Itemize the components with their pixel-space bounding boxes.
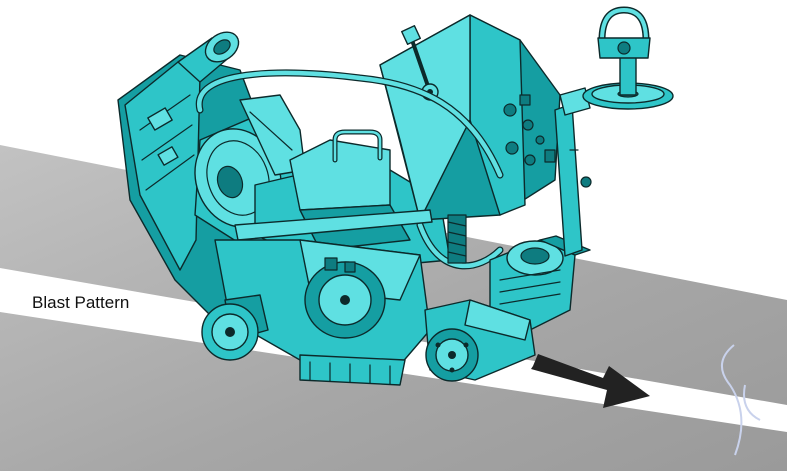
frame-rod <box>234 209 433 241</box>
blast-chamber <box>214 239 431 366</box>
rear-wheel <box>201 294 269 361</box>
watermark-mark <box>721 344 761 456</box>
spring-strut <box>447 214 467 264</box>
lifting-eye-icon <box>597 6 651 59</box>
shot-blasting-machine <box>117 6 674 386</box>
hose-loop <box>195 69 504 270</box>
handwheel-icon <box>582 54 674 110</box>
sealing-skirt <box>299 354 406 386</box>
direction-arrow-icon <box>531 354 650 408</box>
control-cabinet <box>379 14 561 221</box>
dust-outlet-tube <box>177 31 240 83</box>
blast-pattern-label: Blast Pattern <box>32 293 129 312</box>
drive-wheel-assembly <box>424 299 536 382</box>
push-handle-post <box>554 87 592 257</box>
motor-shroud <box>239 94 306 176</box>
